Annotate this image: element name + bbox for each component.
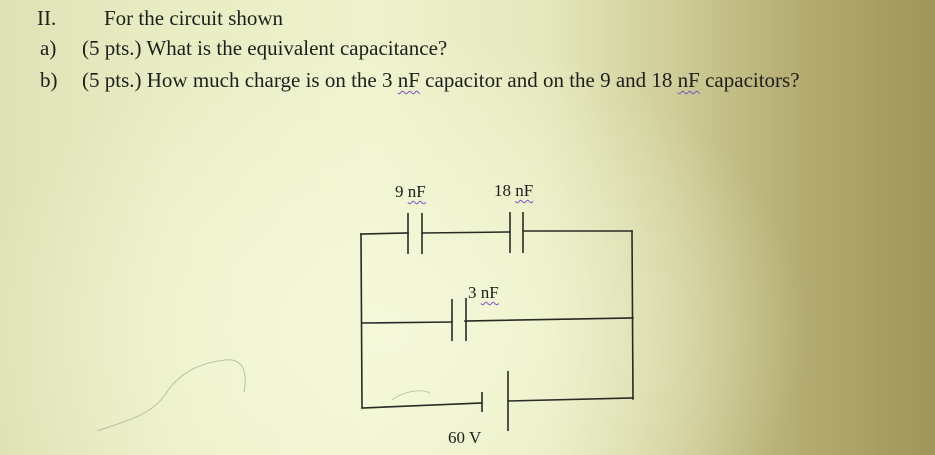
wire-right — [631, 230, 634, 400]
part-a: a) (5 pts.) What is the equivalent capac… — [40, 36, 447, 60]
wire-middle-right — [464, 317, 634, 322]
capacitor-18nf-label: 18 nF — [494, 181, 534, 200]
part-a-question: What is the equivalent capacitance? — [146, 36, 448, 60]
wire-bottom-right — [507, 397, 634, 402]
part-b: b) (5 pts.) How much charge is on the 3 … — [40, 68, 800, 92]
capacitor-9nf-symbol — [407, 213, 423, 254]
wire-top-left — [360, 232, 409, 235]
battery-voltage-label: 60 V — [448, 428, 482, 447]
wire-top-middle — [421, 231, 511, 234]
wire-left — [360, 233, 363, 408]
part-b-question-post: capacitors? — [705, 68, 800, 92]
problem-intro: For the circuit shown — [104, 6, 284, 30]
part-b-question-mid: capacitor and on the 9 and 18 — [425, 68, 673, 92]
part-b-unit-1: nF — [397, 68, 420, 92]
wire-middle-left — [361, 321, 453, 324]
capacitor-18nf-symbol — [509, 212, 524, 253]
hair-mark — [96, 359, 246, 432]
capacitor-3nf-label: 3 nF — [468, 283, 499, 302]
smudge-mark — [391, 390, 431, 401]
part-b-points: (5 pts.) — [82, 68, 142, 92]
part-b-label: b) — [40, 68, 58, 92]
part-a-points: (5 pts.) — [82, 36, 142, 60]
problem-number: II. — [37, 6, 57, 30]
capacitor-9nf-label: 9 nF — [395, 182, 426, 201]
capacitor-3nf-symbol — [451, 298, 467, 341]
part-a-label: a) — [40, 36, 57, 60]
battery-symbol — [481, 371, 509, 431]
wire-bottom-left — [361, 402, 483, 409]
part-b-unit-2: nF — [677, 68, 700, 92]
problem-header: II. For the circuit shown — [37, 6, 283, 30]
part-b-question-pre: How much charge is on the 3 — [146, 68, 393, 92]
